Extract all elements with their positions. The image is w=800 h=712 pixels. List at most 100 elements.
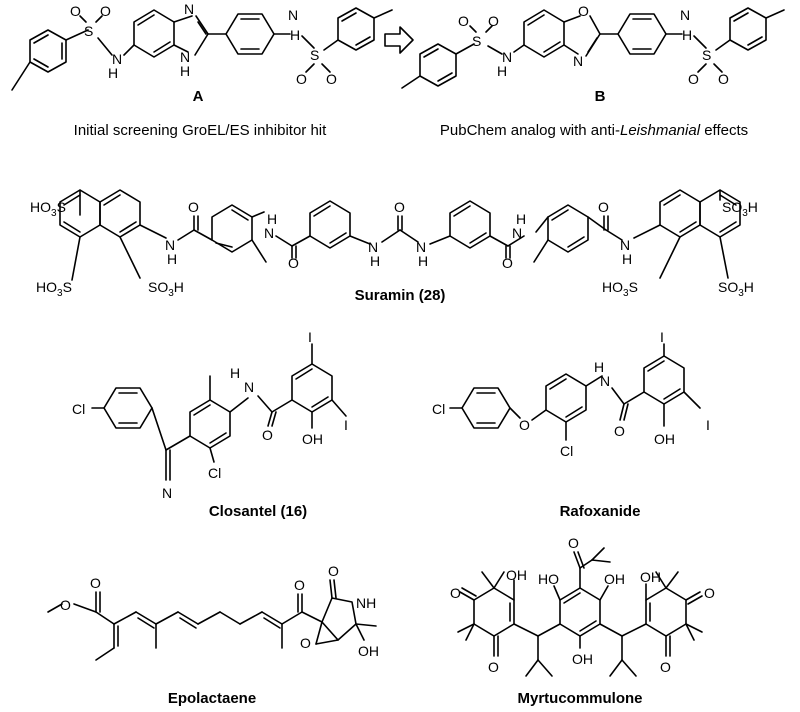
iodine-atom: I xyxy=(706,417,710,433)
suramin-structure: HO3S HO3S SO3H N H O N H O N H O xyxy=(30,189,758,299)
oxygen-atom: O xyxy=(614,423,625,439)
oxygen-atom: O xyxy=(502,255,513,271)
epolactaene-label: Epolactaene xyxy=(168,690,256,707)
hydrogen-atom: H xyxy=(682,27,692,43)
oxygen-atom: O xyxy=(688,71,699,87)
hydroxyl-group: OH xyxy=(654,431,675,447)
hydroxyl-group: OH xyxy=(358,643,379,659)
oxygen-atom: O xyxy=(598,199,609,215)
nitrogen-atom: N xyxy=(264,225,274,241)
sulfur-atom: S xyxy=(472,33,481,49)
compound-a-structure: S O O N H N N H N H S O O xyxy=(11,1,393,91)
oxygen-atom: O xyxy=(488,659,499,675)
nitrogen-atom: N xyxy=(112,51,122,67)
oxygen-atom: O xyxy=(60,597,71,613)
sulfur-atom: S xyxy=(310,47,319,63)
oxygen-atom: O xyxy=(296,71,307,87)
hydroxyl-group: HO xyxy=(538,571,559,587)
oxygen-atom: O xyxy=(262,427,273,443)
hydrogen-atom: H xyxy=(594,359,604,375)
oxygen-atom: O xyxy=(300,635,311,651)
closantel-label: Closantel (16) xyxy=(209,503,307,520)
hydrogen-atom: H xyxy=(622,251,632,267)
rafoxanide-structure: Cl O Cl N H O I I OH xyxy=(432,329,710,459)
oxygen-atom: O xyxy=(660,659,671,675)
nitrogen-atom: N xyxy=(502,49,512,65)
oxygen-atom: O xyxy=(188,199,199,215)
hydroxyl-group: OH xyxy=(572,651,593,667)
nitrogen-atom: N xyxy=(512,225,522,241)
nitrogen-atom: N xyxy=(573,53,583,69)
oxygen-atom: O xyxy=(394,199,405,215)
nitrogen-atom: N xyxy=(600,373,610,389)
compound-b-structure: S O O N H O N N H S O O xyxy=(401,3,785,89)
nitrogen-atom: N xyxy=(165,237,175,253)
oxygen-atom: O xyxy=(578,3,589,19)
epolactaene-structure: O O O O NH OH O xyxy=(47,563,379,661)
oxygen-atom: O xyxy=(90,575,101,591)
nitrogen-atom: N xyxy=(184,1,194,17)
hydroxyl-group: OH xyxy=(302,431,323,447)
hydrogen-atom: H xyxy=(167,251,177,267)
sulfur-atom: S xyxy=(84,23,93,39)
oxygen-atom: O xyxy=(568,535,579,551)
rafoxanide-label: Rafoxanide xyxy=(560,503,641,520)
myrtucommulone-label: Myrtucommulone xyxy=(517,690,642,707)
iodine-atom: I xyxy=(344,417,348,433)
oxygen-atom: O xyxy=(326,71,337,87)
nitrogen-atom: N xyxy=(368,239,378,255)
oxygen-atom: O xyxy=(70,3,81,19)
oxygen-atom: O xyxy=(704,585,715,601)
nitrogen-atom: N xyxy=(162,485,172,501)
nitrogen-h-atom: N xyxy=(288,7,298,23)
hydrogen-atom: H xyxy=(516,211,526,227)
oxygen-atom: O xyxy=(458,13,469,29)
oxygen-atom: O xyxy=(294,577,305,593)
nitrogen-h-atom: N xyxy=(680,7,690,23)
chlorine-atom: Cl xyxy=(432,401,445,417)
compound-b-label: B xyxy=(595,88,606,105)
nitrogen-h-atom: NH xyxy=(356,595,376,611)
compound-a-label: A xyxy=(193,88,204,105)
hydrogen-atom: H xyxy=(418,253,428,269)
hydrogen-atom: H xyxy=(230,365,240,381)
nitrogen-atom: N xyxy=(620,237,630,253)
sulfonic-acid-group: HO3S xyxy=(30,199,66,219)
sulfonic-acid-group: SO3H xyxy=(148,279,184,299)
hydrogen-atom: H xyxy=(108,65,118,81)
nitrogen-atom: N xyxy=(416,239,426,255)
chlorine-atom: Cl xyxy=(208,465,221,481)
hydrogen-atom: H xyxy=(290,27,300,43)
closantel-structure: Cl N Cl N H O I I OH xyxy=(72,329,348,501)
sulfur-atom: S xyxy=(702,47,711,63)
oxygen-atom: O xyxy=(328,563,339,579)
suramin-label: Suramin (28) xyxy=(355,287,446,304)
myrtucommulone-structure: O O OH HO OH OH O xyxy=(450,535,715,677)
compound-b-caption: PubChem analog with anti-Leishmanial eff… xyxy=(440,122,748,139)
oxygen-atom: O xyxy=(718,71,729,87)
hydrogen-atom: H xyxy=(370,253,380,269)
oxygen-atom: O xyxy=(100,3,111,19)
oxygen-atom: O xyxy=(450,585,461,601)
nitrogen-atom: N xyxy=(180,49,190,65)
chlorine-atom: Cl xyxy=(560,443,573,459)
sulfonic-acid-group: HO3S xyxy=(36,279,72,299)
chlorine-atom: Cl xyxy=(72,401,85,417)
open-arrow-icon xyxy=(384,26,414,54)
iodine-atom: I xyxy=(660,329,664,345)
iodine-atom: I xyxy=(308,329,312,345)
hydroxyl-group: OH xyxy=(640,569,661,585)
hydroxyl-group: OH xyxy=(604,571,625,587)
nitrogen-atom: N xyxy=(244,379,254,395)
hydrogen-atom: H xyxy=(497,63,507,79)
oxygen-atom: O xyxy=(288,255,299,271)
hydrogen-atom: H xyxy=(267,211,277,227)
hydroxyl-group: OH xyxy=(506,567,527,583)
sulfonic-acid-group: HO3S xyxy=(602,279,638,299)
oxygen-atom: O xyxy=(519,417,530,433)
sulfonic-acid-group: SO3H xyxy=(722,199,758,219)
hydrogen-atom: H xyxy=(180,63,190,79)
sulfonic-acid-group: SO3H xyxy=(718,279,754,299)
oxygen-atom: O xyxy=(488,13,499,29)
